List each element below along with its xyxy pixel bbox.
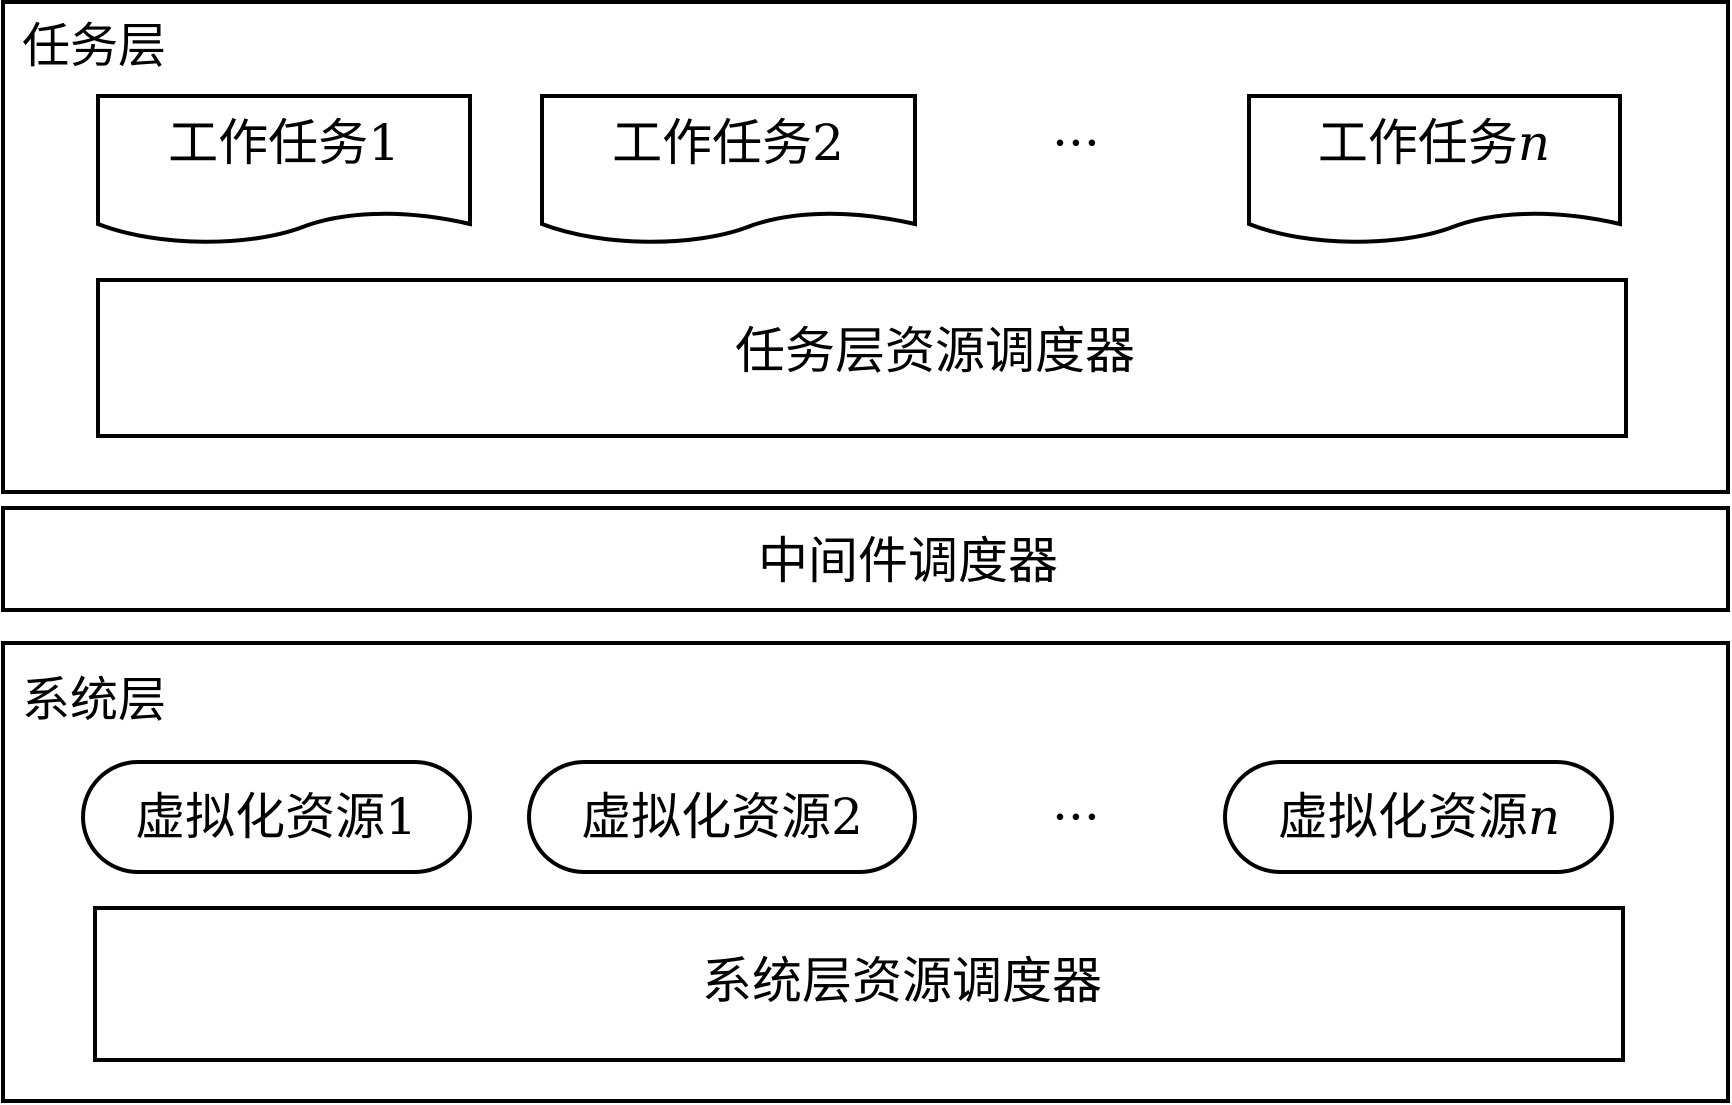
resource-n [1223,760,1614,874]
task-label-n-suffix: n [1517,114,1551,172]
resource-1 [81,760,472,874]
resource-label-n: 虚拟化资源n [1278,792,1560,842]
task-doc-2 [540,94,917,244]
task-doc-n [1247,94,1622,244]
task-scheduler-label: 任务层资源调度器 [735,322,1135,380]
task-ellipsis: ··· [1052,114,1100,172]
resource-label-n-prefix: 虚拟化资源 [1277,788,1528,846]
task-doc-1 [96,94,472,244]
resource-label-1: 虚拟化资源1 [135,792,417,842]
resource-label-1-suffix: 1 [385,788,417,846]
system-layer-title: 系统层 [22,672,167,728]
middleware-label: 中间件调度器 [758,532,1058,590]
task-label-2-prefix: 工作任务 [612,114,813,172]
system-layer-box [1,641,1730,1103]
middleware-box [1,506,1730,612]
task-label-2-suffix: 2 [812,114,844,172]
task-label-n: 工作任务n [1318,118,1550,168]
task-layer-title: 任务层 [22,18,167,74]
task-label-n-prefix: 工作任务 [1317,114,1518,172]
system-scheduler-box [93,906,1625,1062]
task-label-1: 工作任务1 [168,118,400,168]
resource-label-2: 虚拟化资源2 [581,792,863,842]
task-label-1-suffix: 1 [368,114,400,172]
resource-label-2-prefix: 虚拟化资源 [581,788,832,846]
task-label-1-prefix: 工作任务 [168,114,369,172]
task-layer-box [1,0,1730,494]
resource-ellipsis: ··· [1052,788,1100,846]
task-scheduler-box [96,278,1628,438]
task-label-2: 工作任务2 [612,118,844,168]
resource-2 [527,760,917,874]
system-scheduler-label: 系统层资源调度器 [702,952,1102,1010]
resource-label-1-prefix: 虚拟化资源 [135,788,386,846]
resource-label-2-suffix: 2 [831,788,863,846]
resource-label-n-suffix: n [1527,788,1561,846]
